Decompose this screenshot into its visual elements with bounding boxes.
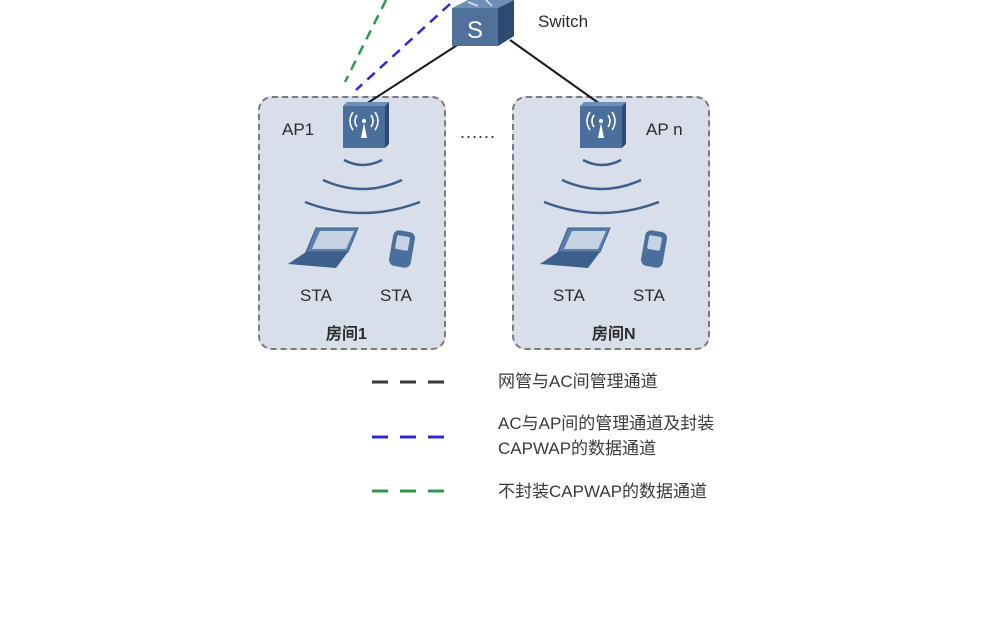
apn-label: AP n <box>646 120 683 139</box>
ap1-signal-waves <box>304 158 421 215</box>
laptop-icon[interactable] <box>288 227 359 268</box>
apn-signal-waves <box>543 158 660 215</box>
legend-text-management: 网管与AC间管理通道 <box>498 369 658 394</box>
phone-icon[interactable] <box>388 229 416 268</box>
blue-capwap-channel-line <box>355 3 451 91</box>
legend-line-text: CAPWAP的数据通道 <box>498 439 657 458</box>
legend-line-text: 不封装CAPWAP的数据通道 <box>498 482 708 501</box>
ap1-icon[interactable] <box>343 102 389 148</box>
link-switch-apn <box>509 39 601 105</box>
apn-icon[interactable] <box>580 102 626 148</box>
ap1-label: AP1 <box>282 120 315 139</box>
phone-icon[interactable] <box>640 229 668 268</box>
more-aps-ellipsis: ...... <box>460 122 497 142</box>
sta-label: STA <box>380 286 412 305</box>
legend-line-text: AC与AP间的管理通道及封装 <box>498 414 715 433</box>
laptop-icon[interactable] <box>540 227 611 268</box>
room-n-name: 房间N <box>592 326 636 343</box>
switch-label: Switch <box>538 12 589 31</box>
legend-line-text: 网管与AC间管理通道 <box>498 372 658 391</box>
room-1-name: 房间1 <box>326 326 367 343</box>
green-data-channel-line <box>343 0 388 83</box>
switch-glyph: S <box>467 17 483 44</box>
sta-label: STA <box>300 286 332 305</box>
sta-label: STA <box>553 286 585 305</box>
legend-text-capwap: AC与AP间的管理通道及封装 CAPWAP的数据通道 <box>498 411 714 461</box>
sta-label: STA <box>633 286 665 305</box>
switch-icon[interactable] <box>452 0 514 46</box>
link-switch-ap1 <box>365 41 463 105</box>
legend-text-non-capwap: 不封装CAPWAP的数据通道 <box>498 479 707 504</box>
